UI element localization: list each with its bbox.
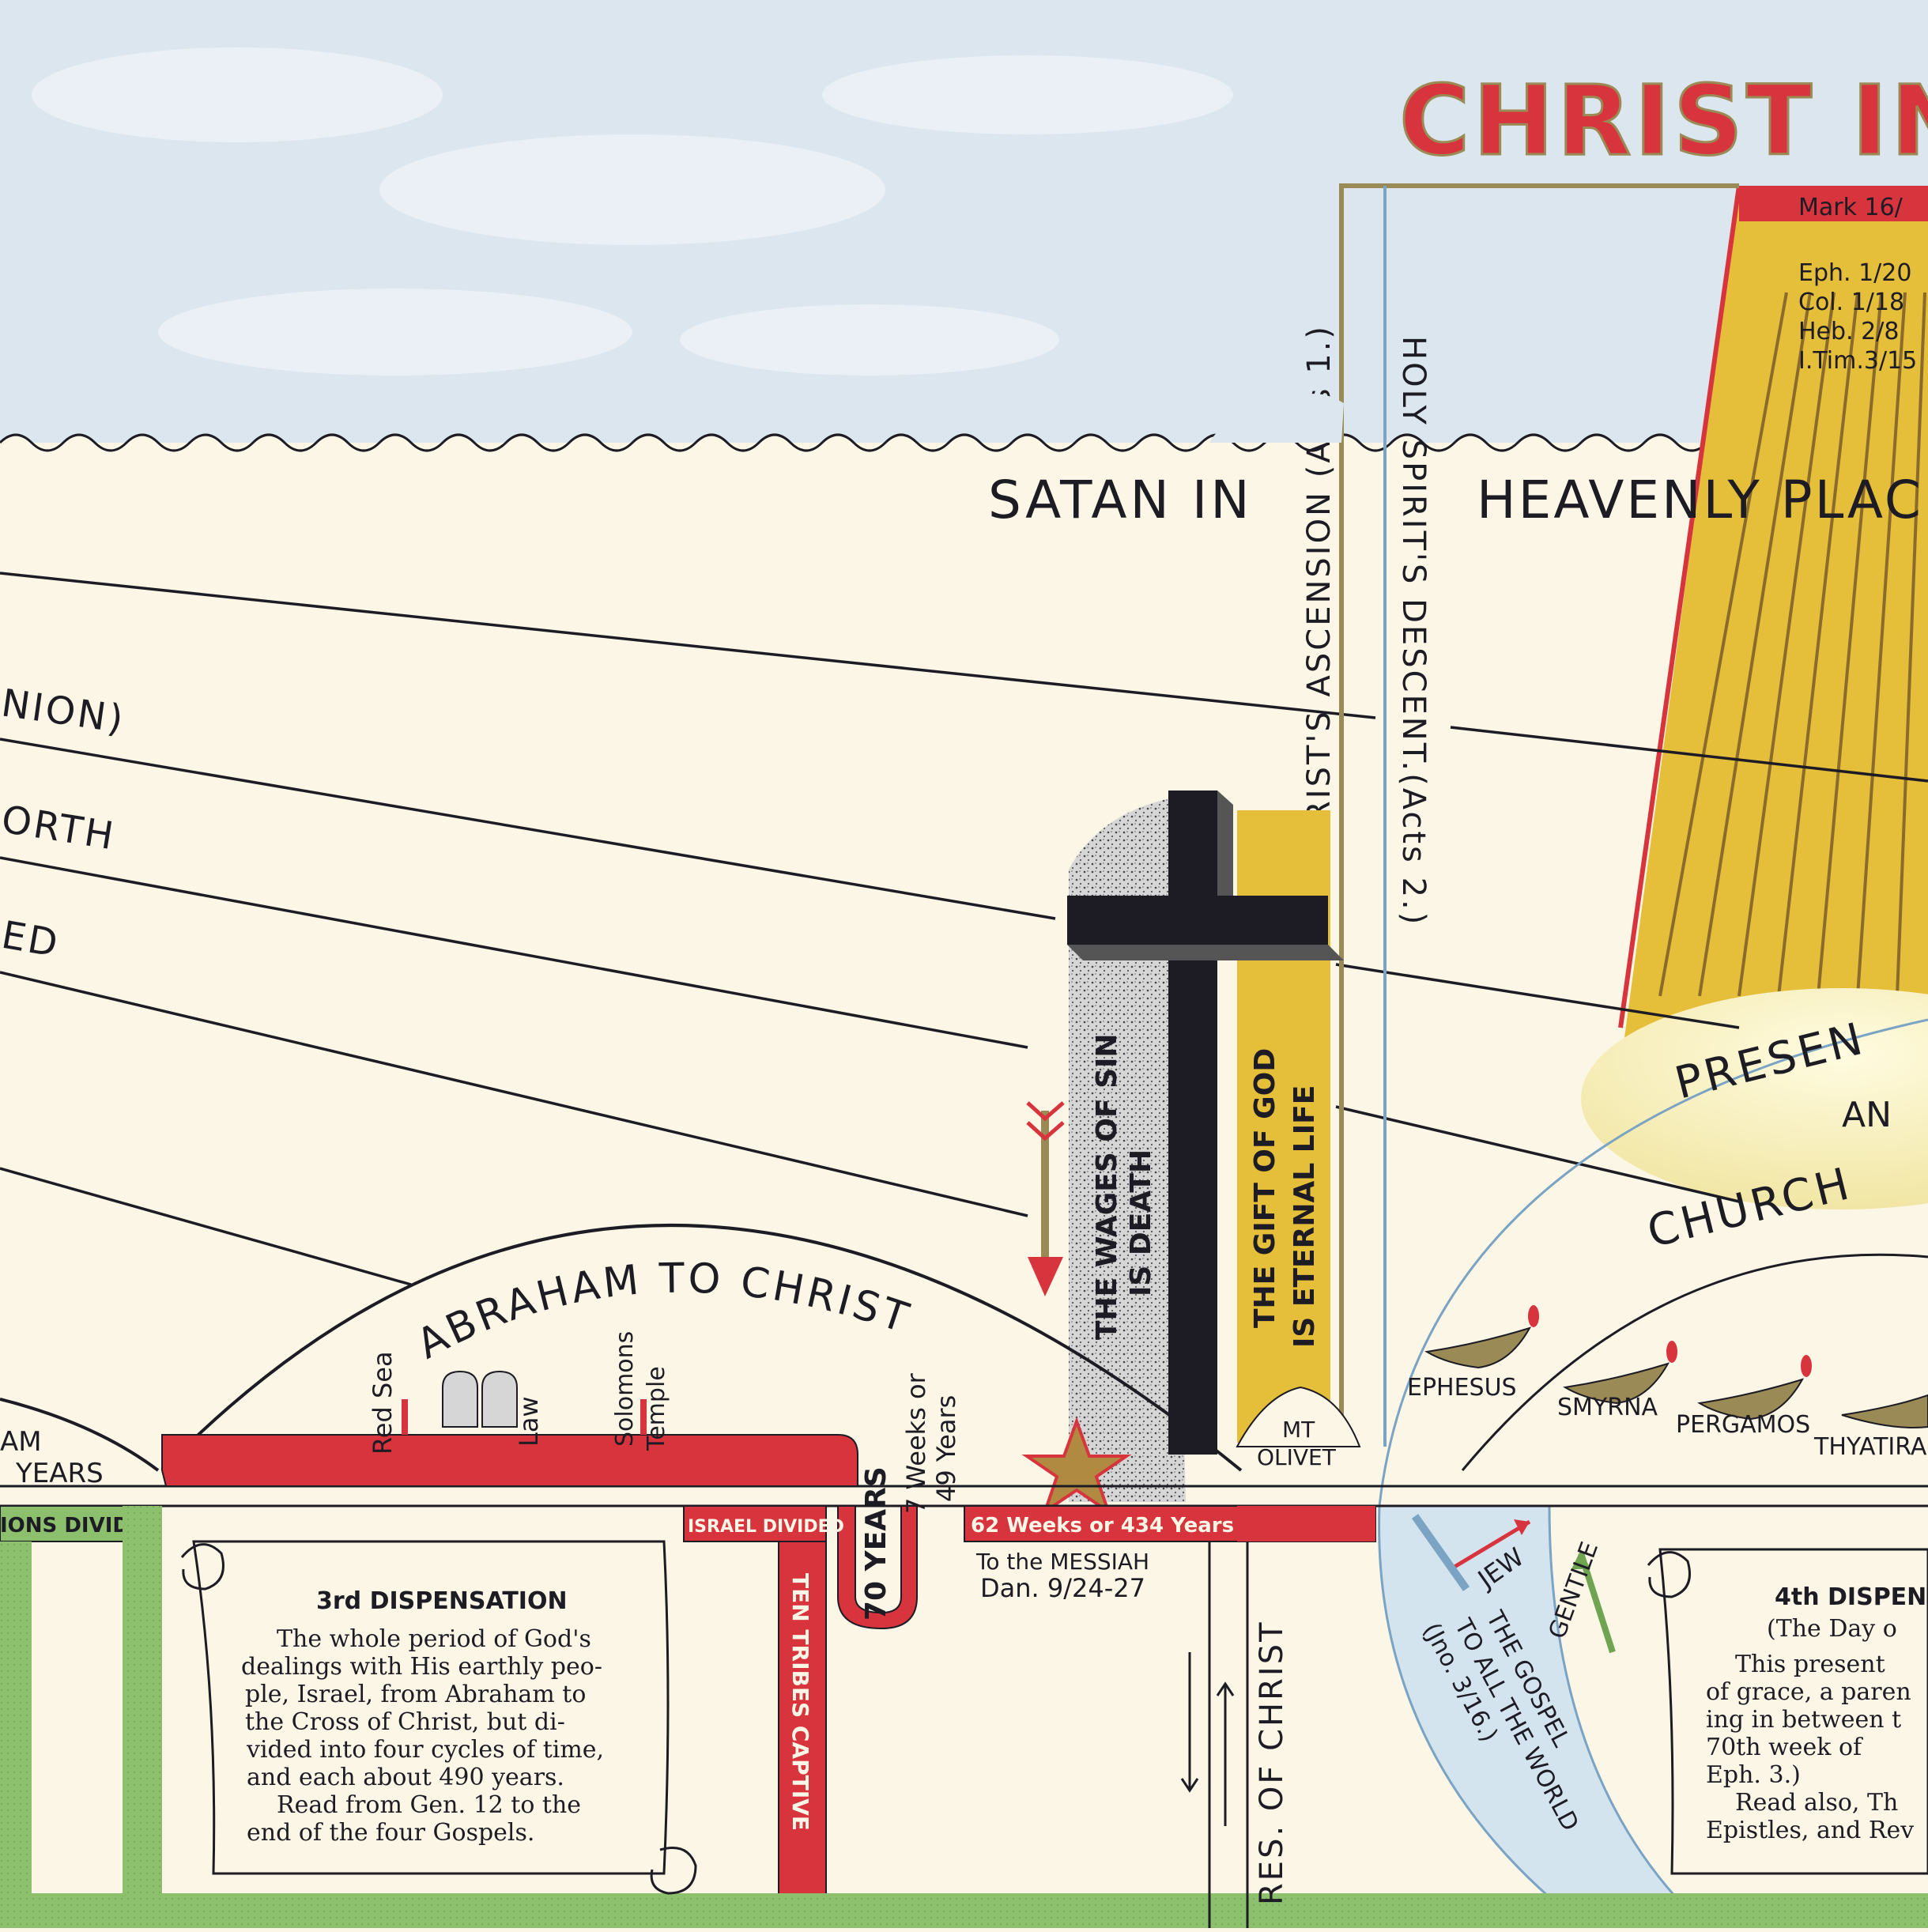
left-arc-text: AM YEARS xyxy=(0,1426,104,1489)
satan-in-label: SATAN IN xyxy=(988,470,1253,530)
svg-text:This present: This present xyxy=(1735,1651,1885,1678)
svg-text:Eph. 3.): Eph. 3.) xyxy=(1706,1761,1801,1789)
svg-text:ple, Israel, from Abraham to: ple, Israel, from Abraham to xyxy=(245,1681,586,1708)
church-names: EPHESUS SMYRNA PERGAMOS THYATIRA xyxy=(1407,1374,1927,1461)
svg-text:Mark 16/: Mark 16/ xyxy=(1798,194,1903,221)
svg-text:IS ETERNAL LIFE: IS ETERNAL LIFE xyxy=(1288,1085,1321,1348)
page-title: CHRIST IN xyxy=(1399,65,1928,177)
descent-label: HOLY SPIRIT'S DESCENT.(Acts 2.) xyxy=(1395,336,1432,926)
svg-text:dealings with His earthly peo-: dealings with His earthly peo- xyxy=(241,1653,602,1681)
ray-lines xyxy=(1658,292,1926,997)
svg-text:vided into four cycles of time: vided into four cycles of time, xyxy=(246,1736,604,1764)
res-arrows-icon xyxy=(1180,1652,1235,1826)
svg-text:ED: ED xyxy=(0,913,63,967)
svg-text:Read also, Th: Read also, Th xyxy=(1735,1789,1898,1817)
scroll-3rd-dispensation xyxy=(180,1540,697,1895)
wages-tombstone xyxy=(1069,798,1186,1502)
svg-text:of grace, a paren: of grace, a paren xyxy=(1706,1678,1911,1706)
svg-text:Dan. 9/24-27: Dan. 9/24-27 xyxy=(980,1573,1145,1603)
church-thyatira: THYATIRA xyxy=(1813,1433,1927,1461)
svg-text:AN: AN xyxy=(1842,1095,1892,1135)
svg-text:Solomons: Solomons xyxy=(611,1331,639,1447)
svg-text:Eph. 1/20: Eph. 1/20 xyxy=(1798,259,1911,287)
small-cloud xyxy=(1209,394,1344,443)
svg-text:70 YEARS: 70 YEARS xyxy=(860,1466,892,1621)
svg-text:ISRAEL DIVIDED: ISRAEL DIVIDED xyxy=(688,1517,844,1537)
scroll-4th-dispensation xyxy=(1647,1548,1928,1875)
gospel-out-arrow-icon xyxy=(1411,1514,1470,1591)
svg-text:70th week of: 70th week of xyxy=(1706,1734,1863,1761)
heavenly-glow xyxy=(1581,988,1928,1209)
wages-text: THE WAGES OF SIN IS DEATH xyxy=(1091,1033,1157,1340)
ascension-frame xyxy=(1339,183,1739,1447)
scroll4-body: (The Day o This present of grace, a pare… xyxy=(1706,1615,1914,1844)
sky-clouds xyxy=(32,47,1233,375)
svg-text:OLIVET: OLIVET xyxy=(1257,1444,1337,1470)
res-of-christ-label: RES. OF CHRIST xyxy=(1254,1620,1290,1905)
converging-lines xyxy=(0,572,1928,1286)
timeline-labels: ISRAEL DIVIDED 62 Weeks or 434 Years To … xyxy=(368,1331,1234,1831)
gift-text: THE GIFT OF GOD IS ETERNAL LIFE xyxy=(1249,1048,1321,1348)
church-arc xyxy=(1378,1018,1928,1507)
mt-olivet-label: MT OLIVET xyxy=(1257,1417,1337,1470)
svg-text:Epistles, and Rev: Epistles, and Rev xyxy=(1706,1817,1914,1844)
refs-red-cap xyxy=(1739,186,1928,221)
star-icon xyxy=(1021,1417,1132,1515)
svg-text:and each about 490 years.: and each about 490 years. xyxy=(247,1764,564,1791)
svg-text:Law: Law xyxy=(514,1396,544,1447)
church-pergamos: PERGAMOS xyxy=(1676,1411,1810,1439)
svg-text:Read from Gen. 12 to the: Read from Gen. 12 to the xyxy=(277,1791,581,1819)
red-timeline xyxy=(161,1434,1376,1929)
timeline-markers xyxy=(402,1399,647,1435)
tablets-icon xyxy=(442,1370,518,1428)
svg-text:To the MESSIAH: To the MESSIAH xyxy=(975,1549,1149,1575)
svg-text:IS DEATH: IS DEATH xyxy=(1125,1149,1157,1296)
svg-text:Col. 1/18: Col. 1/18 xyxy=(1798,289,1904,316)
scroll4-heading: 4th DISPEN xyxy=(1775,1583,1926,1611)
scroll3-heading: 3rd DISPENSATION xyxy=(316,1587,568,1615)
green-frame xyxy=(0,1506,1928,1928)
svg-text:49 Years: 49 Years xyxy=(931,1395,961,1502)
abraham-arc xyxy=(160,1224,1243,1472)
svg-text:Temple: Temple xyxy=(643,1366,670,1451)
heavenly-rays xyxy=(1621,186,1928,1067)
svg-text:end of the four Gospels.: end of the four Gospels. xyxy=(247,1819,534,1847)
svg-text:62 Weeks or 434 Years: 62 Weeks or 434 Years xyxy=(971,1514,1234,1538)
jew-arrow-icon xyxy=(1449,1519,1531,1572)
svg-text:ing in between t: ing in between t xyxy=(1706,1706,1901,1734)
svg-text:THE GIFT OF GOD: THE GIFT OF GOD xyxy=(1249,1048,1281,1328)
svg-text:THE WAGES OF SIN: THE WAGES OF SIN xyxy=(1091,1033,1123,1340)
scroll3-body: The whole period of God's dealings with … xyxy=(241,1625,604,1847)
scripture-refs: Mark 16/ Eph. 1/20 Col. 1/18 Heb. 2/8 I.… xyxy=(1798,194,1917,375)
mt-olivet-hill xyxy=(1236,1386,1361,1447)
svg-text:AM: AM xyxy=(0,1426,42,1458)
svg-text:Red Sea: Red Sea xyxy=(368,1351,398,1455)
heavenly-places-label: HEAVENLY PLAC xyxy=(1477,470,1923,530)
svg-text:7 Weeks or: 7 Weeks or xyxy=(901,1372,931,1514)
svg-text:Heb. 2/8: Heb. 2/8 xyxy=(1798,318,1899,345)
svg-text:the Cross of Christ, but di-: the Cross of Christ, but di- xyxy=(245,1708,565,1736)
church-inner-arc xyxy=(1461,1253,1928,1471)
svg-text:I.Tim.3/15: I.Tim.3/15 xyxy=(1798,347,1917,375)
svg-text:MT: MT xyxy=(1282,1417,1315,1443)
left-arc xyxy=(0,1398,160,1472)
church-ephesus: EPHESUS xyxy=(1407,1374,1517,1402)
gentile-arrow-icon xyxy=(1571,1549,1616,1654)
svg-text:TEN TRIBES CAPTIVE: TEN TRIBES CAPTIVE xyxy=(787,1573,813,1831)
ray-edge xyxy=(1618,185,1741,1028)
wavy-boundary xyxy=(0,433,1928,452)
svg-text:(The Day o: (The Day o xyxy=(1767,1615,1897,1643)
cross-icon xyxy=(1067,791,1344,1455)
svg-text:The whole period of God's: The whole period of God's xyxy=(277,1625,591,1653)
church-smyrna: SMYRNA xyxy=(1557,1394,1658,1421)
down-arrow-icon xyxy=(1026,1101,1065,1296)
svg-text:YEARS: YEARS xyxy=(15,1458,104,1489)
lamp-flame-icons xyxy=(1528,1305,1812,1377)
lamp-icons xyxy=(1424,1326,1928,1428)
